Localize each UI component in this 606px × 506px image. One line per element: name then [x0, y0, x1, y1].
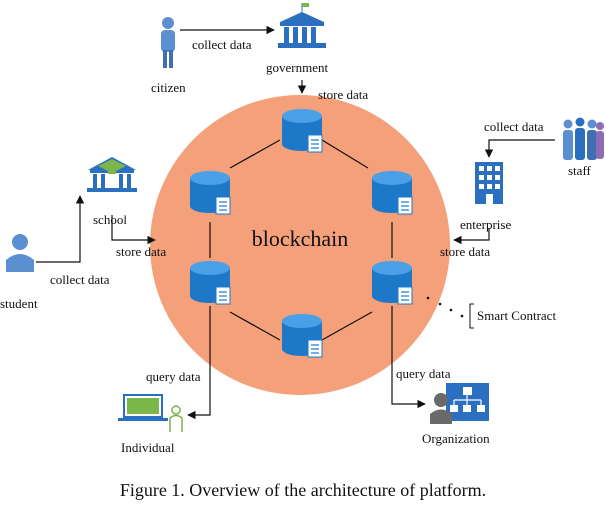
organization-query-label: query data — [396, 366, 451, 381]
arrows — [36, 25, 555, 420]
blockchain-ring — [150, 95, 450, 395]
government-label: government — [266, 60, 329, 75]
person-icon — [161, 17, 175, 68]
student-collect-label: collect data — [50, 272, 110, 287]
database-node-upper-left — [189, 170, 231, 215]
enterprise-store-label: store data — [440, 244, 491, 259]
database-node-upper-right — [371, 170, 413, 215]
database-node-lower-left — [189, 260, 231, 305]
school-label: school — [93, 212, 127, 227]
database-node-lower-right — [371, 260, 413, 305]
school-icon — [87, 157, 137, 192]
student-to-school-arrow — [36, 195, 85, 263]
blockchain-to-individual-arrow — [187, 306, 211, 420]
citizen-collect-label: collect data — [192, 37, 252, 52]
smart-contract-dots — [426, 296, 464, 318]
group-icon — [563, 117, 604, 160]
person-icon — [6, 234, 34, 272]
organization-label: Organization — [422, 431, 490, 446]
school-to-blockchain-arrow — [111, 215, 156, 245]
smart-contract-label: Smart Contract — [477, 308, 557, 323]
enterprise-label: enterprise — [460, 217, 512, 232]
org-chart-icon — [430, 383, 489, 424]
enterprise-to-blockchain-arrow — [453, 228, 490, 245]
database-node-top — [281, 108, 323, 153]
smart-contract-bracket — [469, 303, 474, 329]
computer-user-icon — [118, 394, 183, 432]
diagram-title: blockchain — [251, 226, 349, 251]
staff-label: staff — [568, 163, 591, 178]
citizen-label: citizen — [151, 80, 186, 95]
bank-building-icon — [278, 3, 326, 48]
node-links — [209, 139, 393, 341]
blockchain-to-organization-arrow — [391, 306, 426, 409]
government-store-label: store data — [318, 87, 369, 102]
office-building-icon — [475, 162, 503, 204]
individual-label: Individual — [121, 440, 175, 455]
database-node-bottom — [281, 313, 323, 358]
staff-to-enterprise-arrow — [484, 139, 555, 158]
individual-query-label: query data — [146, 369, 201, 384]
figure-caption: Figure 1. Overview of the architecture o… — [119, 480, 487, 500]
student-label: student — [0, 296, 38, 311]
staff-collect-label: collect data — [484, 119, 544, 134]
school-store-label: store data — [116, 244, 167, 259]
